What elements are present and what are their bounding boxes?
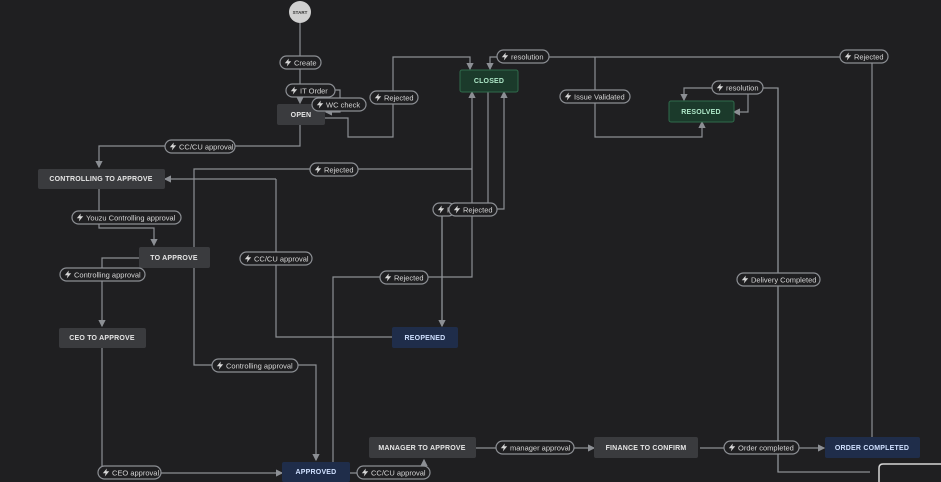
- transition-cc-cu-approval-open[interactable]: CC/CU approval: [164, 139, 236, 154]
- transition-wc-check[interactable]: WC check: [311, 97, 367, 112]
- status-ceo-to-approve-label: CEO TO APPROVE: [69, 335, 135, 342]
- status-closed[interactable]: CLOSED: [459, 69, 519, 93]
- status-open[interactable]: OPEN: [277, 104, 325, 125]
- transition-delivery-completed[interactable]: Delivery Completed: [736, 272, 821, 287]
- transition-manager-approval-label: manager approval: [510, 444, 571, 453]
- transition-create[interactable]: Create: [279, 55, 322, 70]
- transition-controlling-approval-approved-label: Controlling approval: [226, 362, 293, 371]
- transition-rejected-far-label: Rejected: [854, 53, 884, 62]
- transition-resolution-resolved[interactable]: resolution: [711, 80, 764, 95]
- transition-rejected-reopen-b[interactable]: Rejected: [448, 202, 498, 217]
- transition-issue-validated[interactable]: Issue Validated: [559, 89, 631, 104]
- panel-edge: [878, 463, 941, 482]
- transition-rejected-open[interactable]: Rejected: [369, 90, 419, 105]
- transition-rejected-reopen-b-label: Rejected: [463, 206, 493, 215]
- status-closed-label: CLOSED: [474, 78, 504, 85]
- status-reopened-label: REOPENED: [405, 335, 446, 342]
- transition-order-completed[interactable]: Order completed: [723, 440, 800, 455]
- transition-rejected-open-label: Rejected: [384, 94, 414, 103]
- transition-rejected-approved[interactable]: Rejected: [379, 270, 429, 285]
- connector-toapprove-ceo: [98, 257, 140, 328]
- transition-resolution-closed-label: resolution: [511, 53, 544, 62]
- connector-controlling-toapprove: [98, 189, 158, 247]
- transition-rejected-approved-label: Rejected: [394, 274, 424, 283]
- status-resolved[interactable]: RESOLVED: [668, 100, 735, 123]
- status-finance-to-confirm-label: FINANCE TO CONFIRM: [606, 445, 687, 452]
- status-order-completed[interactable]: ORDER COMPLETED: [825, 437, 920, 458]
- status-to-approve-label: TO APPROVE: [150, 255, 198, 262]
- transition-wc-check-label: WC check: [326, 101, 360, 110]
- status-finance-to-confirm[interactable]: FINANCE TO CONFIRM: [594, 437, 698, 458]
- transition-youzu-controlling-approval-label: Youzu Controlling approval: [86, 214, 176, 223]
- transition-controlling-approval-to[interactable]: Controlling approval: [59, 267, 146, 282]
- transition-controlling-approval-to-label: Controlling approval: [74, 271, 141, 280]
- connector-open-closed: [325, 56, 474, 138]
- transition-resolution-closed[interactable]: resolution: [496, 49, 550, 64]
- start-circle-icon: [289, 1, 311, 23]
- connector-resolution-loop-left: [680, 87, 712, 102]
- status-approved[interactable]: APPROVED: [282, 462, 350, 482]
- status-manager-to-approve[interactable]: MANAGER TO APPROVE: [369, 437, 476, 458]
- transition-ceo-approval-label: CEO approval: [112, 469, 159, 478]
- status-controlling-to-approve[interactable]: CONTROLLING TO APPROVE: [38, 169, 165, 189]
- transition-rejected-far[interactable]: Rejected: [839, 49, 889, 64]
- transition-issue-validated-label: Issue Validated: [574, 93, 625, 102]
- connector-rejected-far: [871, 57, 918, 456]
- transition-delivery-completed-label: Delivery Completed: [751, 276, 816, 285]
- transition-order-completed-label: Order completed: [738, 444, 794, 453]
- transition-it-order[interactable]: IT Order: [285, 83, 336, 98]
- transition-cc-cu-approval-reopened[interactable]: CC/CU approval: [239, 251, 313, 266]
- transition-rejected-controlling[interactable]: Rejected: [309, 162, 359, 177]
- transition-manager-approval[interactable]: manager approval: [495, 440, 575, 455]
- start-label: START: [293, 10, 308, 15]
- status-order-completed-label: ORDER COMPLETED: [835, 445, 909, 452]
- connector-ccu-reopened: [275, 179, 392, 338]
- transition-youzu-controlling-approval[interactable]: Youzu Controlling approval: [71, 210, 182, 225]
- status-manager-to-approve-label: MANAGER TO APPROVE: [378, 445, 465, 452]
- transition-cc-cu-approval-approved-label: CC/CU approval: [371, 469, 426, 478]
- start-node[interactable]: START: [289, 1, 311, 23]
- connector-resolution-loop-right: [732, 88, 749, 116]
- transition-cc-cu-approval-open-label: CC/CU approval: [179, 143, 234, 152]
- transition-rejected-controlling-label: Rejected: [324, 166, 354, 175]
- transition-ceo-approval[interactable]: CEO approval: [97, 465, 162, 480]
- transition-controlling-approval-approved[interactable]: Controlling approval: [211, 358, 299, 373]
- status-ceo-to-approve[interactable]: CEO TO APPROVE: [59, 328, 146, 348]
- status-reopened[interactable]: REOPENED: [392, 327, 458, 348]
- status-open-label: OPEN: [291, 112, 312, 119]
- status-to-approve[interactable]: TO APPROVE: [139, 247, 210, 268]
- status-approved-label: APPROVED: [296, 469, 337, 476]
- transition-cc-cu-approval-approved[interactable]: CC/CU approval: [356, 465, 431, 480]
- status-resolved-label: RESOLVED: [681, 109, 721, 116]
- connector-resolution-closed: [486, 56, 595, 71]
- transition-create-label: Create: [294, 59, 317, 68]
- transition-it-order-label: IT Order: [300, 87, 328, 96]
- status-controlling-to-approve-label: CONTROLLING TO APPROVE: [49, 176, 152, 183]
- connector-reopened-closed: [495, 90, 508, 210]
- transition-cc-cu-approval-reopened-label: CC/CU approval: [254, 255, 309, 264]
- connector-controlling-rejected: [193, 168, 472, 248]
- transition-resolution-resolved-label: resolution: [726, 84, 759, 93]
